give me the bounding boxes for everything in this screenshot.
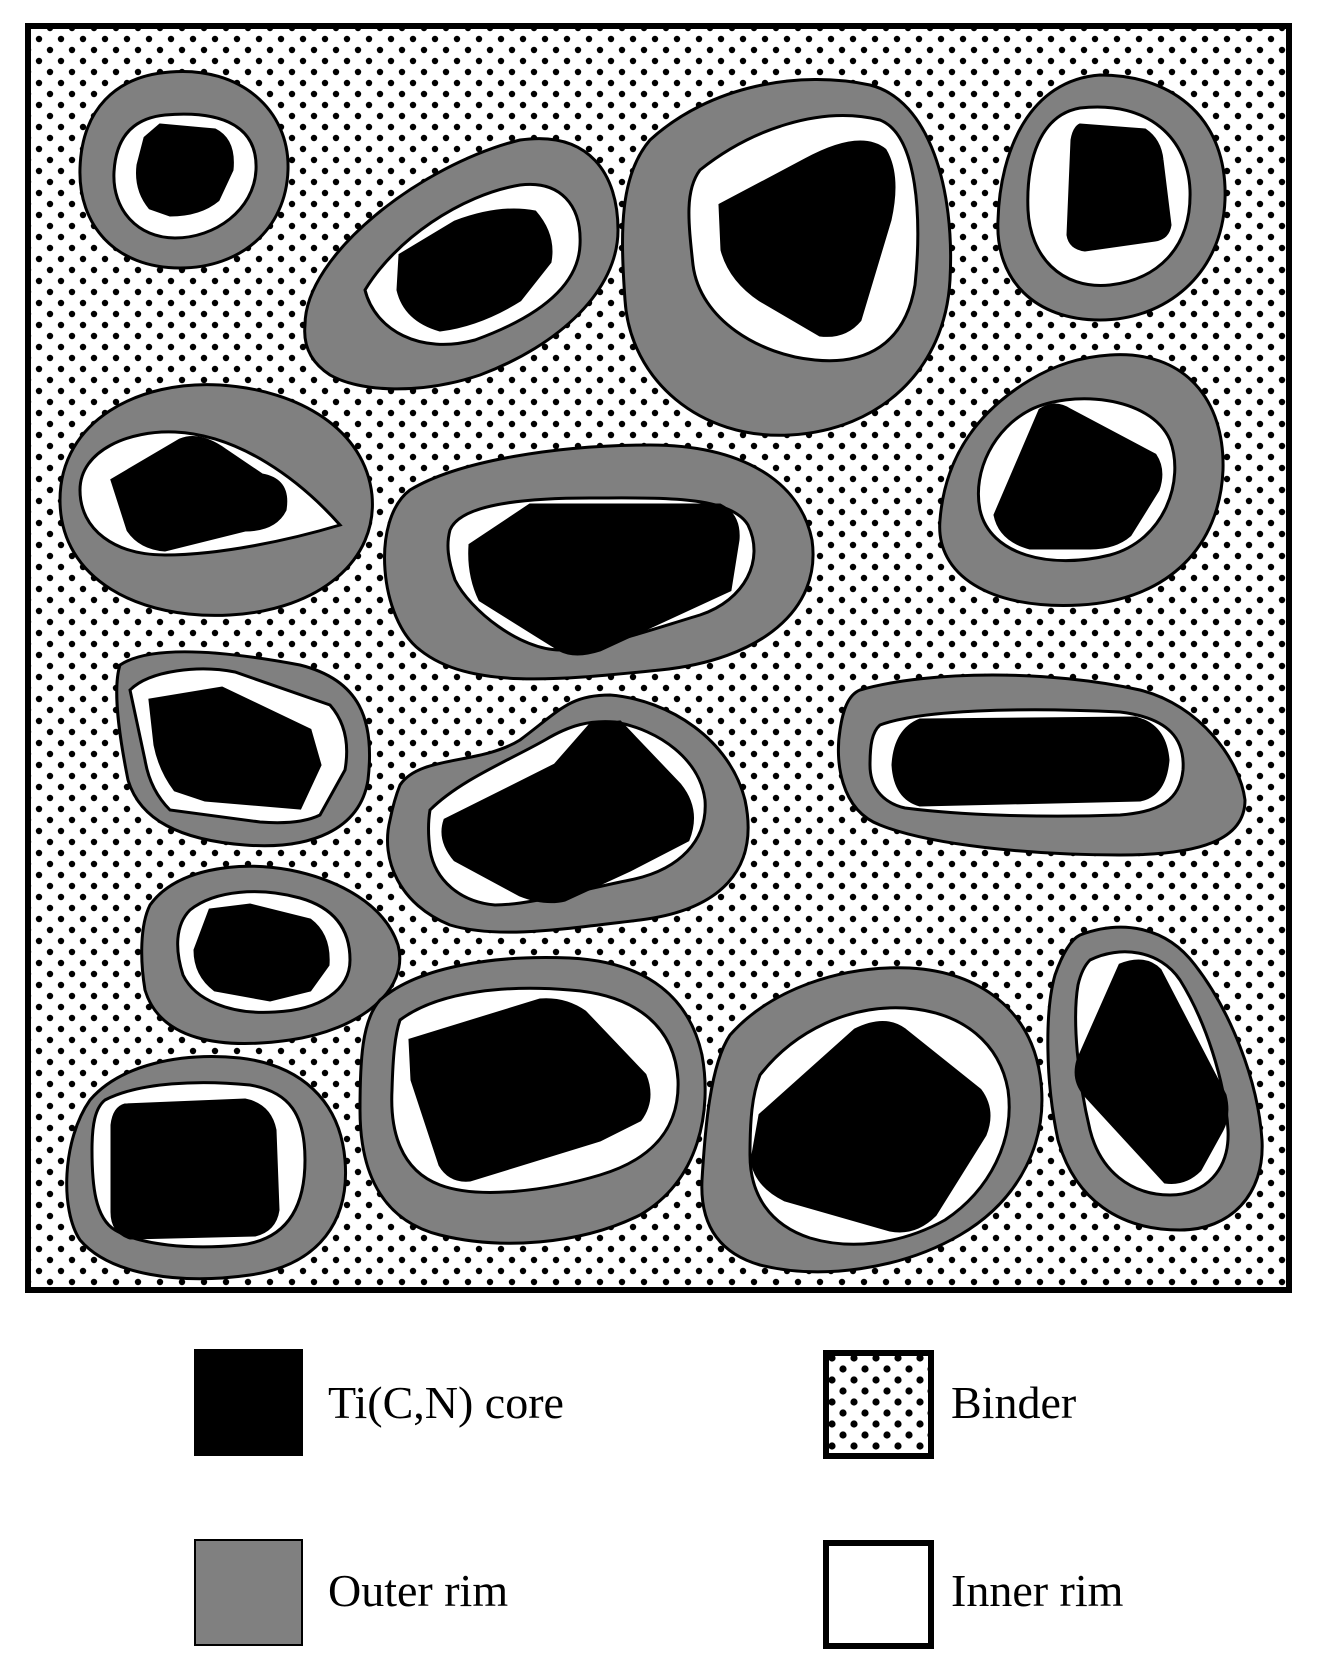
legend: Ti(C,N) core Binder Outer rim Inner rim [194,1349,1124,1649]
legend-label-binder: Binder [951,1377,1076,1428]
outer-rim-swatch [194,1539,303,1646]
grain [140,864,402,1045]
grains [58,69,1264,1281]
legend-item-outer-rim: Outer rim [194,1539,508,1646]
ti-cn-core [396,208,553,332]
grain [303,137,620,391]
core-swatch [194,1349,303,1456]
ti-cn-core [136,123,234,217]
grain [621,78,953,437]
ti-cn-core [468,503,740,656]
grain [115,650,372,848]
ti-cn-core [110,1098,280,1240]
legend-label-inner-rim: Inner rim [951,1565,1124,1616]
grain [386,693,750,934]
legend-item-binder: Binder [823,1350,1076,1459]
grain [358,956,707,1245]
ti-cn-core [110,436,288,552]
ti-cn-core [408,998,651,1182]
ti-cn-core [148,686,322,810]
legend-label-core: Ti(C,N) core [328,1377,564,1428]
binder-swatch [823,1350,934,1459]
grain [700,966,1044,1274]
grain [836,673,1247,857]
ti-cn-core [441,720,694,904]
ti-cn-core [750,1021,991,1233]
grain [938,353,1225,607]
ti-cn-core [993,403,1163,550]
ti-cn-core [193,903,330,1002]
legend-item-inner-rim: Inner rim [823,1540,1124,1649]
ti-cn-core [1066,123,1172,252]
grain [996,73,1227,322]
ti-cn-core [1074,959,1229,1184]
grain [58,383,374,617]
ti-cn-core [891,716,1170,807]
ti-cn-core [718,140,896,337]
inner-rim-swatch [823,1540,934,1649]
legend-label-outer-rim: Outer rim [328,1565,508,1616]
grain [1046,925,1264,1232]
grain [383,443,815,681]
legend-item-core: Ti(C,N) core [194,1349,564,1456]
grain [65,1055,348,1281]
grain [78,69,290,270]
